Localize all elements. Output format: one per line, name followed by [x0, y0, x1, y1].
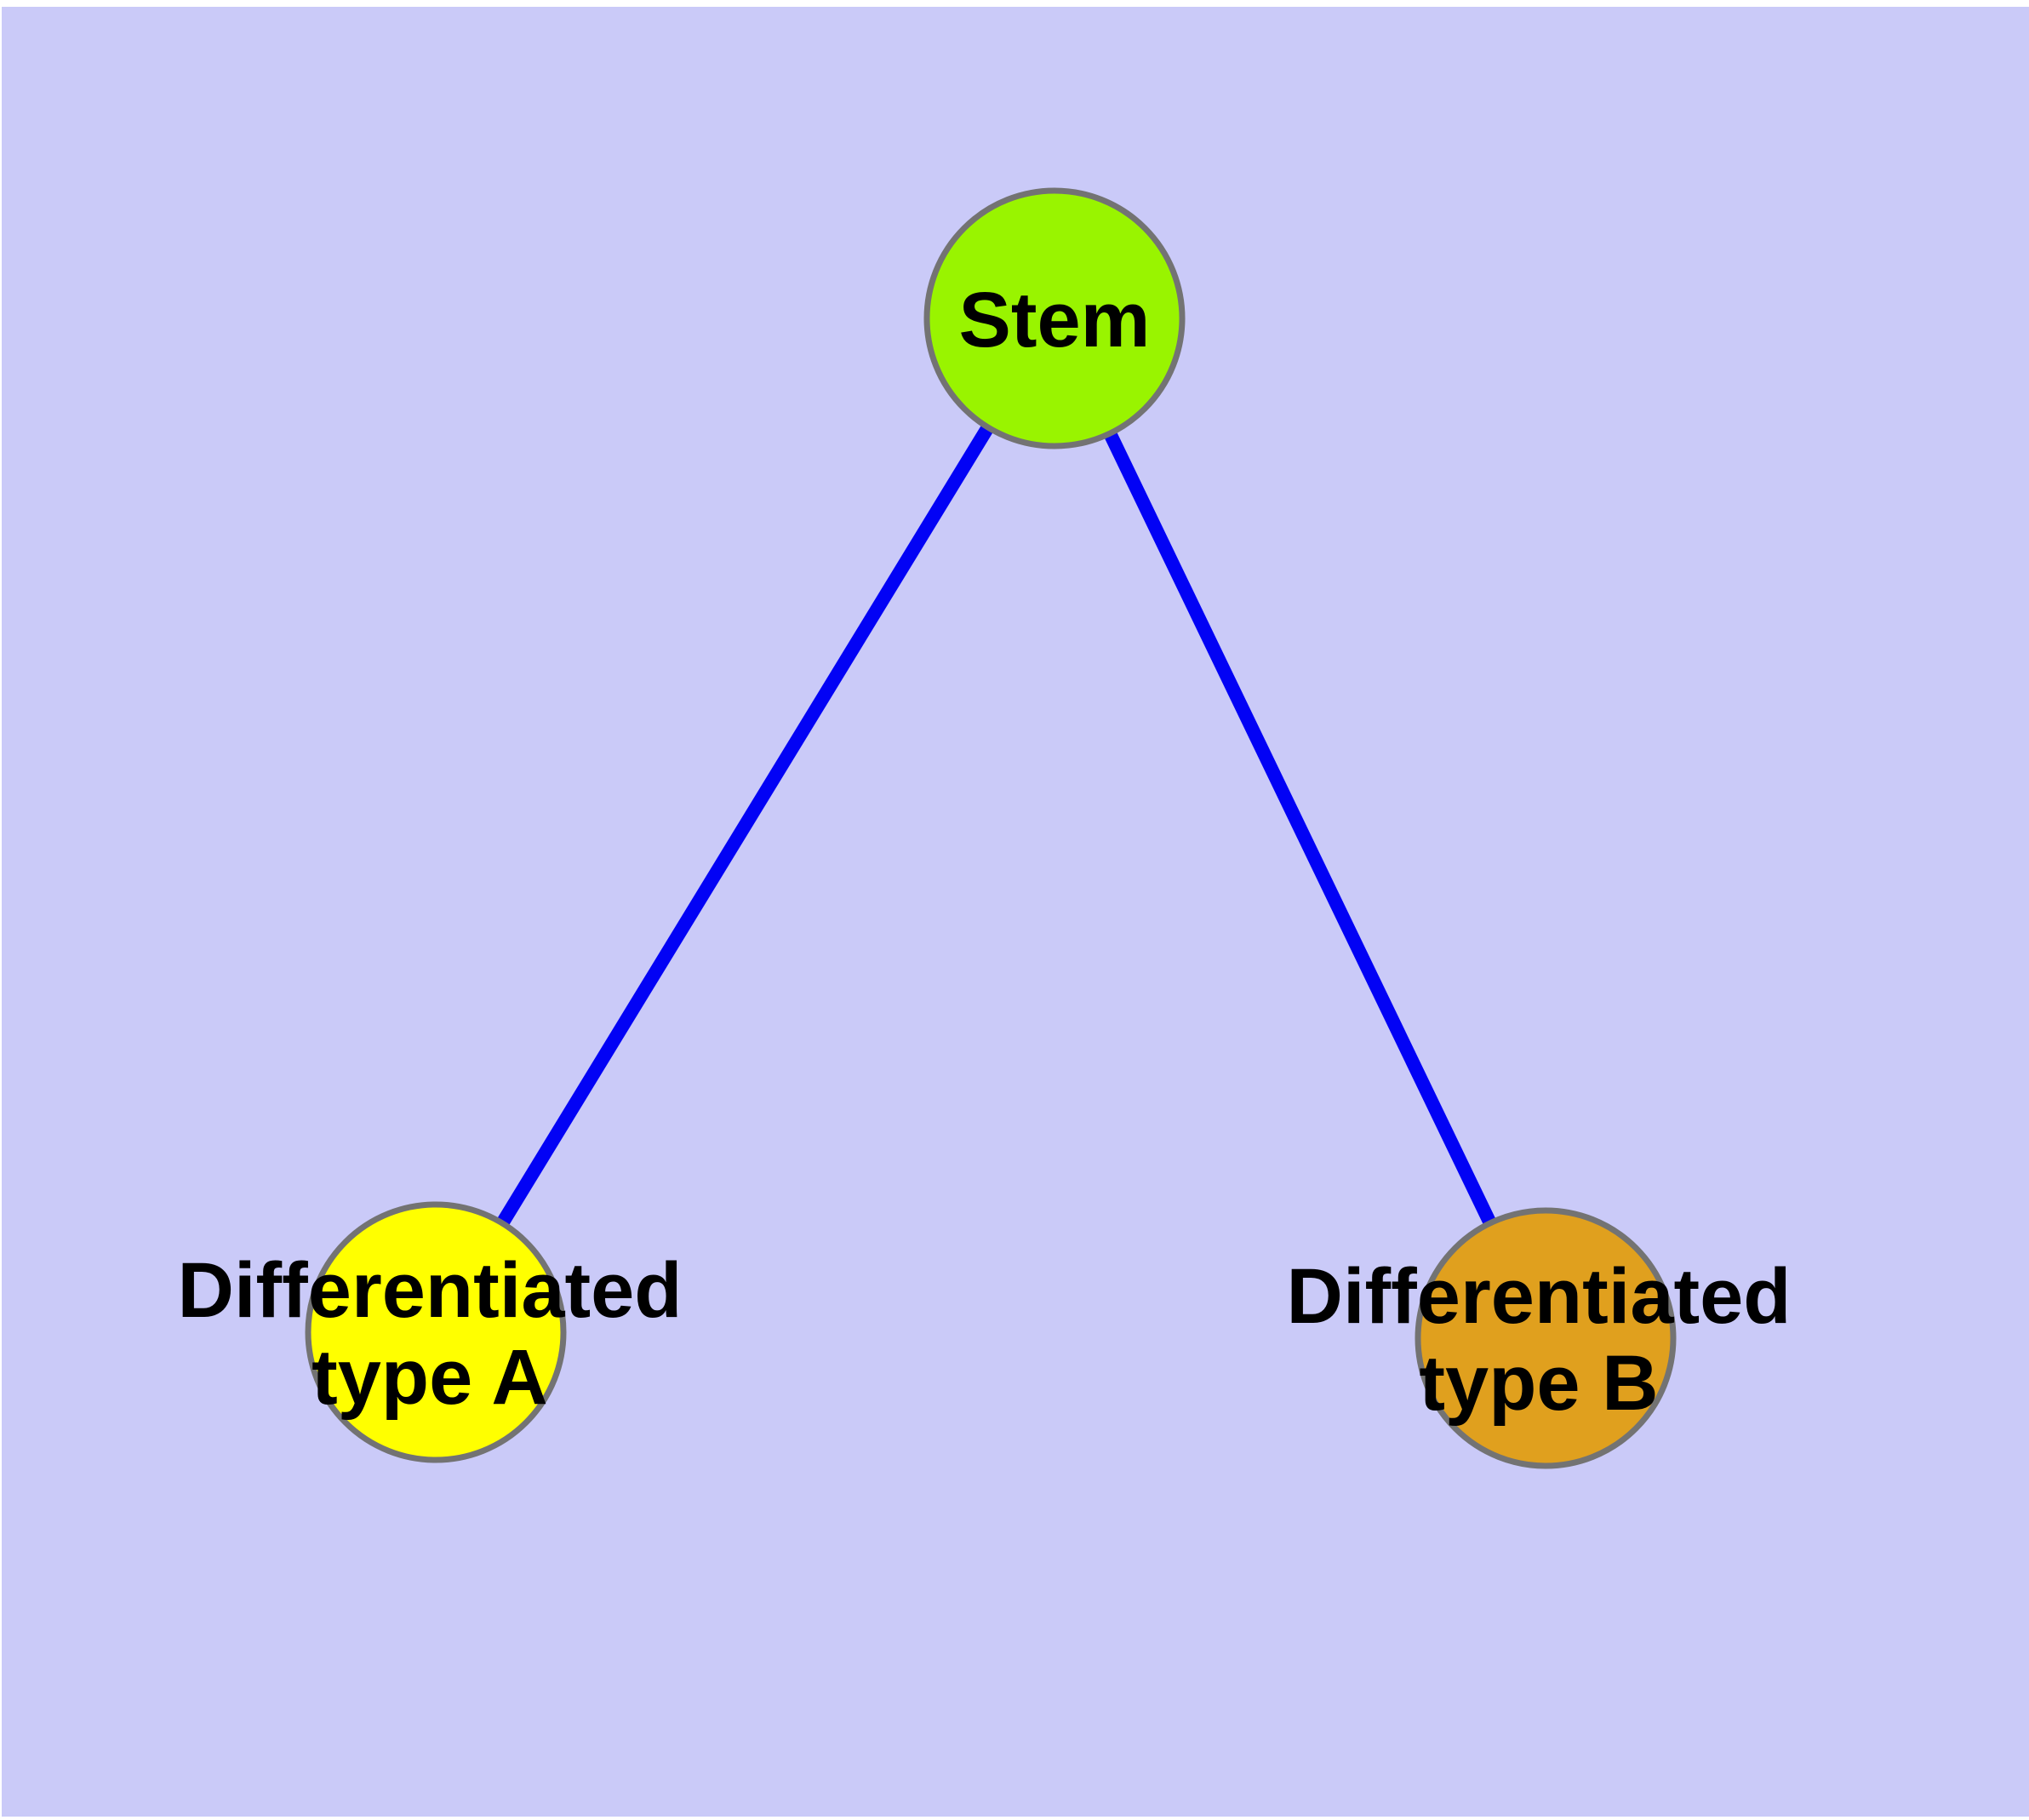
stem-node-label: Stem — [959, 277, 1151, 363]
differentiated-type-b-node — [1415, 1207, 1677, 1469]
differentiated-type-a-label-line2: type A — [311, 1334, 548, 1421]
edge-stem-to-type-a — [430, 314, 1060, 1336]
differentiated-type-a-label-line1: Differentiated — [178, 1247, 683, 1334]
edge-stem-to-type-b — [1048, 315, 1552, 1342]
differentiated-type-b-label-line1: Differentiated — [1287, 1253, 1792, 1340]
differentiated-type-b-label-line2: type B — [1419, 1340, 1658, 1427]
stem-node — [923, 187, 1186, 449]
differentiated-type-a-node — [305, 1201, 567, 1463]
